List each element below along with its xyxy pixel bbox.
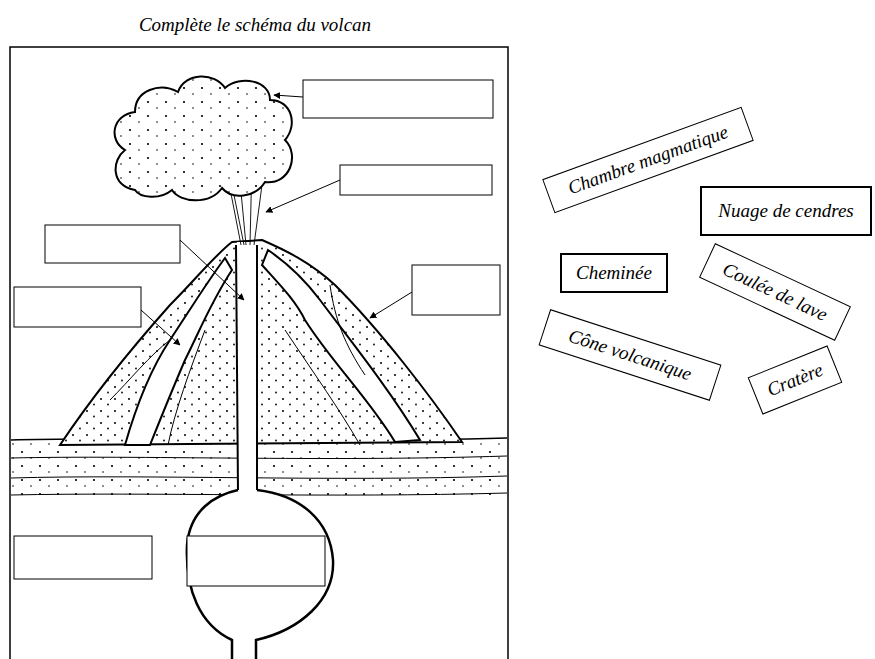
chimney-fill (237, 242, 257, 502)
leader-arrow (266, 180, 340, 212)
answer-box (187, 536, 325, 586)
card-label: Cratère (764, 359, 826, 401)
answer-box (340, 165, 492, 195)
card-label: Cône volcanique (566, 325, 695, 386)
worksheet-title: Complète le schéma du volcan (130, 14, 380, 36)
word-card: Coulée de lave (699, 243, 851, 341)
ash-cloud (115, 76, 293, 200)
strata-line (11, 456, 507, 459)
word-card: Cône volcanique (539, 309, 722, 401)
word-card: Nuage de cendres (700, 186, 872, 236)
chimney-wall (236, 245, 238, 492)
leader-arrow (141, 310, 180, 345)
layer-line (168, 330, 205, 445)
layer-line (110, 340, 170, 400)
chimney-wall (256, 245, 258, 492)
leader-arrow (180, 240, 244, 300)
leader-arrow (274, 95, 303, 97)
strata-line (11, 476, 507, 478)
answer-box (303, 80, 493, 118)
answer-box (412, 265, 500, 315)
answer-box (14, 536, 152, 579)
magma-chamber-fill (187, 490, 333, 659)
word-card: Cratère (748, 345, 843, 414)
ground-layer (11, 440, 507, 495)
volcanic-cone (60, 240, 462, 445)
word-card: Cheminée (560, 253, 668, 293)
frame (10, 47, 508, 659)
card-label: Nuage de cendres (718, 200, 853, 222)
magma-chamber (187, 490, 333, 659)
answer-box (14, 287, 141, 327)
layer-line (330, 285, 365, 375)
lava-flow (125, 258, 232, 445)
card-label: Coulée de lave (719, 258, 831, 326)
leader-arrow (370, 292, 412, 318)
answer-box (45, 225, 180, 263)
card-label: Cheminée (576, 262, 652, 284)
